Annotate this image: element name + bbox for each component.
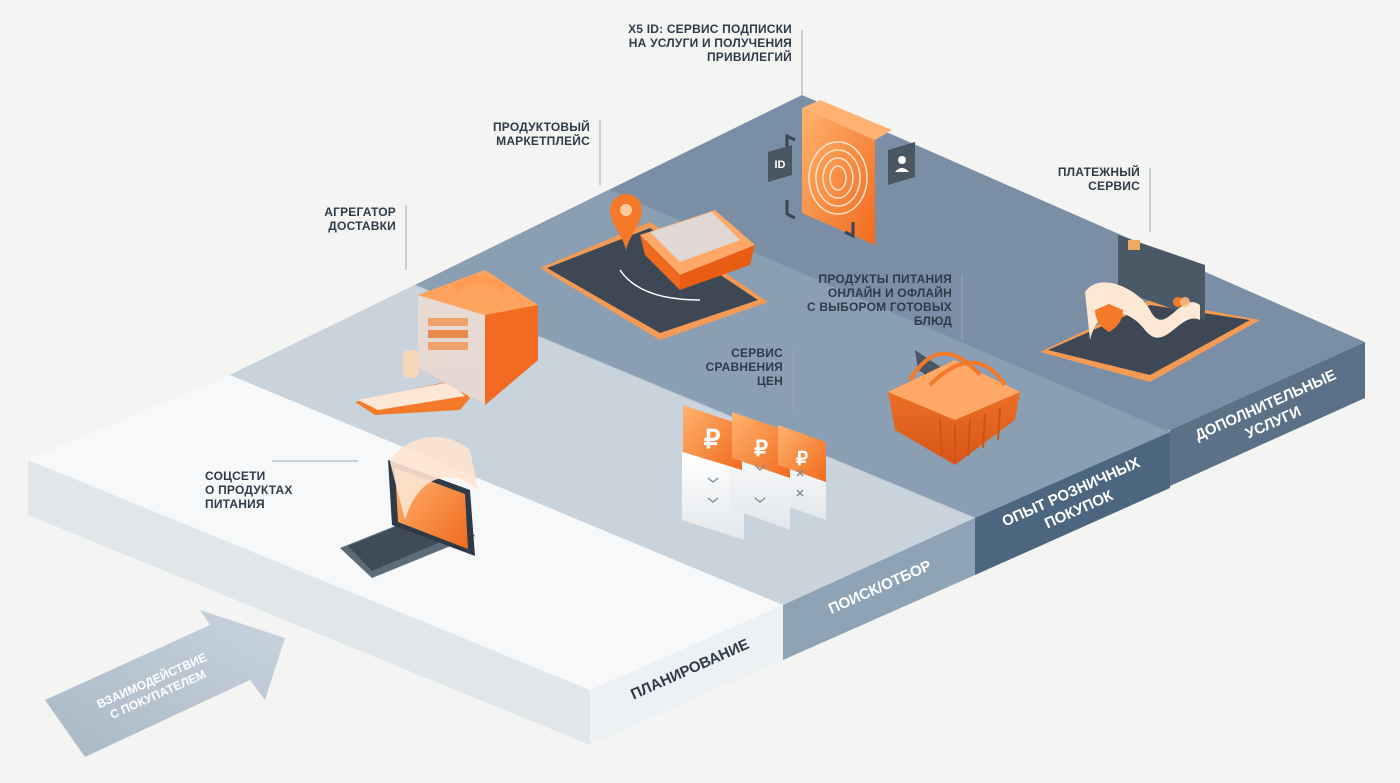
ruble-sign: ₽ <box>754 436 768 461</box>
ruble-sign: ₽ <box>796 449 808 470</box>
slab-extra-services <box>415 95 1365 518</box>
callout-social: СОЦСЕТИ О ПРОДУКТАХ ПИТАНИЯ <box>205 469 293 511</box>
customer-arrow <box>45 610 285 757</box>
price-compare-icon <box>682 405 826 540</box>
callout-price-compare: СЕРВИС СРАВНЕНИЯ ЦЕН <box>705 346 783 388</box>
callout-x5id: X5 ID: СЕРВИС ПОДПИСКИ НА УСЛУГИ И ПОЛУЧ… <box>628 22 792 64</box>
callout-payment: ПЛАТЕЖНЫЙ СЕРВИС <box>1057 165 1140 193</box>
callout-aggregator: АГРЕГАТОР ДОСТАВКИ <box>324 205 396 233</box>
callout-food: ПРОДУКТЫ ПИТАНИЯ ОНЛАЙН И ОФЛАЙН С ВЫБОР… <box>806 272 952 328</box>
payment-card-icon <box>1040 235 1260 382</box>
fingerprint-id-icon <box>768 100 915 245</box>
marketplace-phone-icon <box>540 194 768 340</box>
shopping-basket-icon <box>888 350 1020 465</box>
delivery-bag-icon <box>355 270 538 415</box>
id-badge-label: ID <box>775 159 786 171</box>
callout-lines <box>272 30 1151 462</box>
ruble-signs: ₽ ₽ ₽ <box>704 424 808 470</box>
callout-marketplace: ПРОДУКТОВЫЙ МАРКЕТПЛЕЙС <box>492 120 590 148</box>
laptop-icon <box>340 437 478 578</box>
ruble-sign: ₽ <box>704 424 721 454</box>
